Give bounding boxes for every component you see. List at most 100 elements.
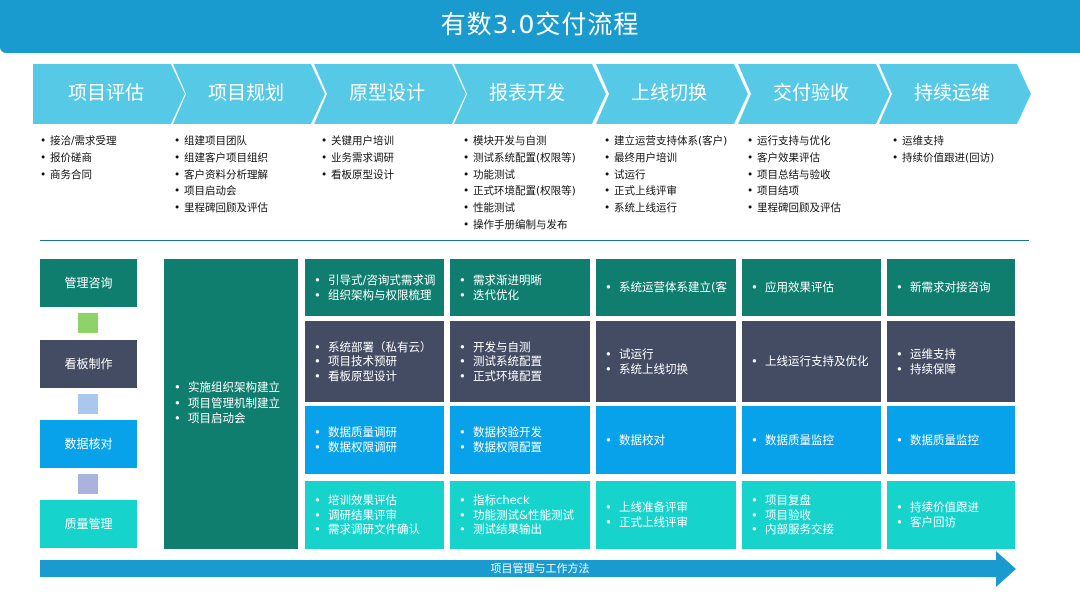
phase-7: 持续运维	[879, 64, 1031, 124]
grid-cell: 新需求对接咨询	[887, 259, 1015, 316]
task-item: 客户效果评估	[747, 150, 841, 167]
task-item: 测试系统配置(权限等)	[463, 150, 576, 167]
plus-icon	[78, 313, 98, 333]
phase-task-list: 模块开发与自测测试系统配置(权限等)功能测试正式环境配置(权限等)性能测试操作手…	[463, 133, 576, 234]
category-1: 管理咨询	[40, 259, 137, 307]
grid-cell-item: 数据校对	[605, 433, 665, 448]
grid-cell: 数据质量监控	[742, 406, 881, 474]
phase-6: 交付验收	[738, 64, 890, 124]
plus-icon	[78, 394, 98, 414]
phase-label: 交付验收	[772, 82, 849, 104]
grid-cell-item: 需求渐进明晰	[459, 273, 542, 288]
grid-cell: 开发与自测测试系统配置正式环境配置	[450, 321, 590, 402]
grid-cell-item: 数据校验开发	[459, 425, 542, 440]
grid-cell-item: 调研结果评审	[314, 508, 420, 523]
chevron-shape	[33, 64, 185, 124]
grid-cell-item: 数据质量监控	[896, 433, 979, 448]
grid-cell-item: 指标check	[459, 493, 574, 508]
grid-cell: 项目复盘项目验收内部服务交接	[742, 481, 881, 549]
grid-cell: 运维支持持续保障	[887, 321, 1015, 402]
grid-cell-item: 内部服务交接	[751, 522, 834, 537]
grid-cell-item: 客户回访	[896, 515, 979, 530]
grid-cell-item: 数据质量调研	[314, 425, 397, 440]
grid-cell-item: 数据质量监控	[751, 433, 834, 448]
setup-item: 项目管理机制建立	[174, 396, 280, 412]
grid-cell-item: 试运行	[605, 347, 688, 362]
task-item: 接洽/需求受理	[40, 133, 117, 150]
grid-cell-item: 组织架构与权限梳理	[314, 288, 435, 303]
phase-label: 报表开发	[488, 82, 565, 104]
task-item: 项目总结与验收	[747, 167, 841, 184]
grid-cell: 应用效果评估	[742, 259, 881, 316]
grid-cell-item: 持续价值跟进	[896, 500, 979, 515]
task-item: 里程碑回顾及评估	[747, 200, 841, 217]
grid-cell-item: 测试结果输出	[459, 522, 574, 537]
phase-label: 项目评估	[67, 82, 144, 104]
phase-task-list: 组建项目团队组建客户项目组织客户资料分析理解项目启动会里程碑回顾及评估	[174, 133, 268, 217]
task-item: 看板原型设计	[321, 167, 394, 184]
task-item: 组建项目团队	[174, 133, 268, 150]
task-item: 功能测试	[463, 167, 576, 184]
task-item: 报价磋商	[40, 150, 117, 167]
grid-cell-item: 持续保障	[896, 362, 956, 377]
task-item: 项目启动会	[174, 183, 268, 200]
method-arrow-head	[996, 551, 1016, 587]
management-setup-box: 实施组织架构建立项目管理机制建立项目启动会	[164, 259, 298, 549]
grid-cell-item: 需求调研文件确认	[314, 522, 420, 537]
task-item: 正式环境配置(权限等)	[463, 183, 576, 200]
task-item: 里程碑回顾及评估	[174, 200, 268, 217]
task-item: 试运行	[604, 167, 727, 184]
method-arrow-bar	[40, 560, 1000, 577]
grid-cell: 上线运行支持及优化	[742, 321, 881, 402]
chevron-shape	[173, 64, 325, 124]
grid-cell-item: 上线运行支持及优化	[751, 354, 869, 369]
phase-1: 项目评估	[33, 64, 185, 124]
grid-cell: 数据校对	[596, 406, 736, 474]
grid-cell: 数据质量监控	[887, 406, 1015, 474]
page-title: 有数3.0交付流程	[440, 10, 640, 39]
grid-cell-item: 正式上线评审	[605, 515, 688, 530]
grid-cell-item: 功能测试&性能测试	[459, 508, 574, 523]
task-item: 持续价值跟进(回访)	[892, 150, 994, 167]
grid-cell: 数据质量调研数据权限调研	[305, 406, 444, 474]
task-item: 客户资料分析理解	[174, 167, 268, 184]
phase-3: 原型设计	[314, 64, 466, 124]
grid-cell-item: 看板原型设计	[314, 369, 432, 384]
phase-label: 原型设计	[348, 82, 425, 104]
phase-task-list: 接洽/需求受理报价磋商商务合同	[40, 133, 117, 183]
phase-5: 上线切换	[596, 64, 748, 124]
task-item: 系统上线运行	[604, 200, 727, 217]
grid-cell: 持续价值跟进客户回访	[887, 481, 1015, 549]
category-2: 看板制作	[40, 340, 137, 388]
grid-cell: 数据校验开发数据权限配置	[450, 406, 590, 474]
phase-task-list: 运行支持与优化客户效果评估项目总结与验收项目结项里程碑回顾及评估	[747, 133, 841, 217]
grid-cell-item: 数据权限配置	[459, 440, 542, 455]
grid-cell-item: 应用效果评估	[751, 280, 834, 295]
grid-cell: 上线准备评审正式上线评审	[596, 481, 736, 549]
chevron-shape	[454, 64, 606, 124]
grid-cell-item: 系统运营体系建立(客	[605, 280, 727, 295]
task-item: 运行支持与优化	[747, 133, 841, 150]
divider	[40, 240, 1029, 241]
grid-cell-item: 数据权限调研	[314, 440, 397, 455]
grid-cell-item: 引导式/咨询式需求调	[314, 273, 435, 288]
task-item: 正式上线评审	[604, 183, 727, 200]
grid-cell-item: 上线准备评审	[605, 500, 688, 515]
grid-cell: 指标check功能测试&性能测试测试结果输出	[450, 481, 590, 549]
method-arrow-label: 项目管理与工作方法	[490, 562, 590, 575]
grid-cell: 引导式/咨询式需求调组织架构与权限梳理	[305, 259, 444, 316]
grid-cell: 培训效果评估调研结果评审需求调研文件确认	[305, 481, 444, 549]
phase-arrows: 项目评估 项目规划 原型设计 报表开发 上线切换 交付验收 持续运维	[33, 64, 1033, 124]
chevron-shape	[738, 64, 890, 124]
grid-cell: 系统部署（私有云）项目技术预研看板原型设计	[305, 321, 444, 402]
phase-label: 上线切换	[630, 82, 707, 104]
plus-icon	[78, 474, 98, 494]
grid-cell-item: 系统部署（私有云）	[314, 340, 432, 355]
phase-label: 项目规划	[207, 82, 284, 104]
phase-4: 报表开发	[454, 64, 606, 124]
chevron-shape	[314, 64, 466, 124]
phase-task-list: 运维支持持续价值跟进(回访)	[892, 133, 994, 167]
task-item: 最终用户培训	[604, 150, 727, 167]
phase-label: 持续运维	[913, 82, 990, 104]
task-item: 商务合同	[40, 167, 117, 184]
